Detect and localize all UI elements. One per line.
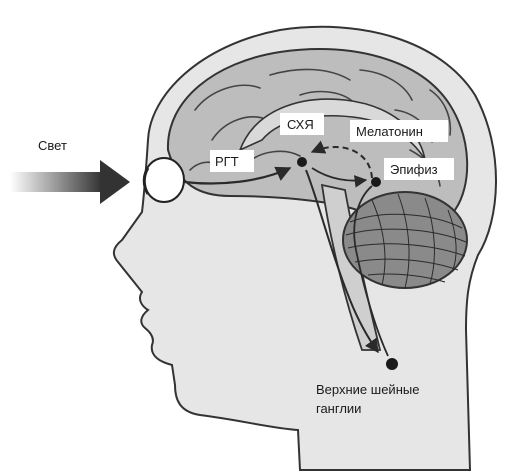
rht-label: РГТ	[215, 154, 239, 169]
ganglia-label-line2: ганглии	[316, 401, 361, 416]
melatonin-label: Мелатонин	[356, 124, 423, 139]
light-arrow-icon	[10, 160, 130, 204]
pineal-node	[371, 177, 381, 187]
ganglia-label-line1: Верхние шейные	[316, 382, 419, 397]
ganglia-node	[386, 358, 398, 370]
scn-label: СХЯ	[287, 117, 314, 132]
eye-icon	[144, 158, 184, 202]
light-label: Свет	[38, 138, 67, 153]
scn-node	[297, 157, 307, 167]
pineal-label: Эпифиз	[390, 162, 438, 177]
